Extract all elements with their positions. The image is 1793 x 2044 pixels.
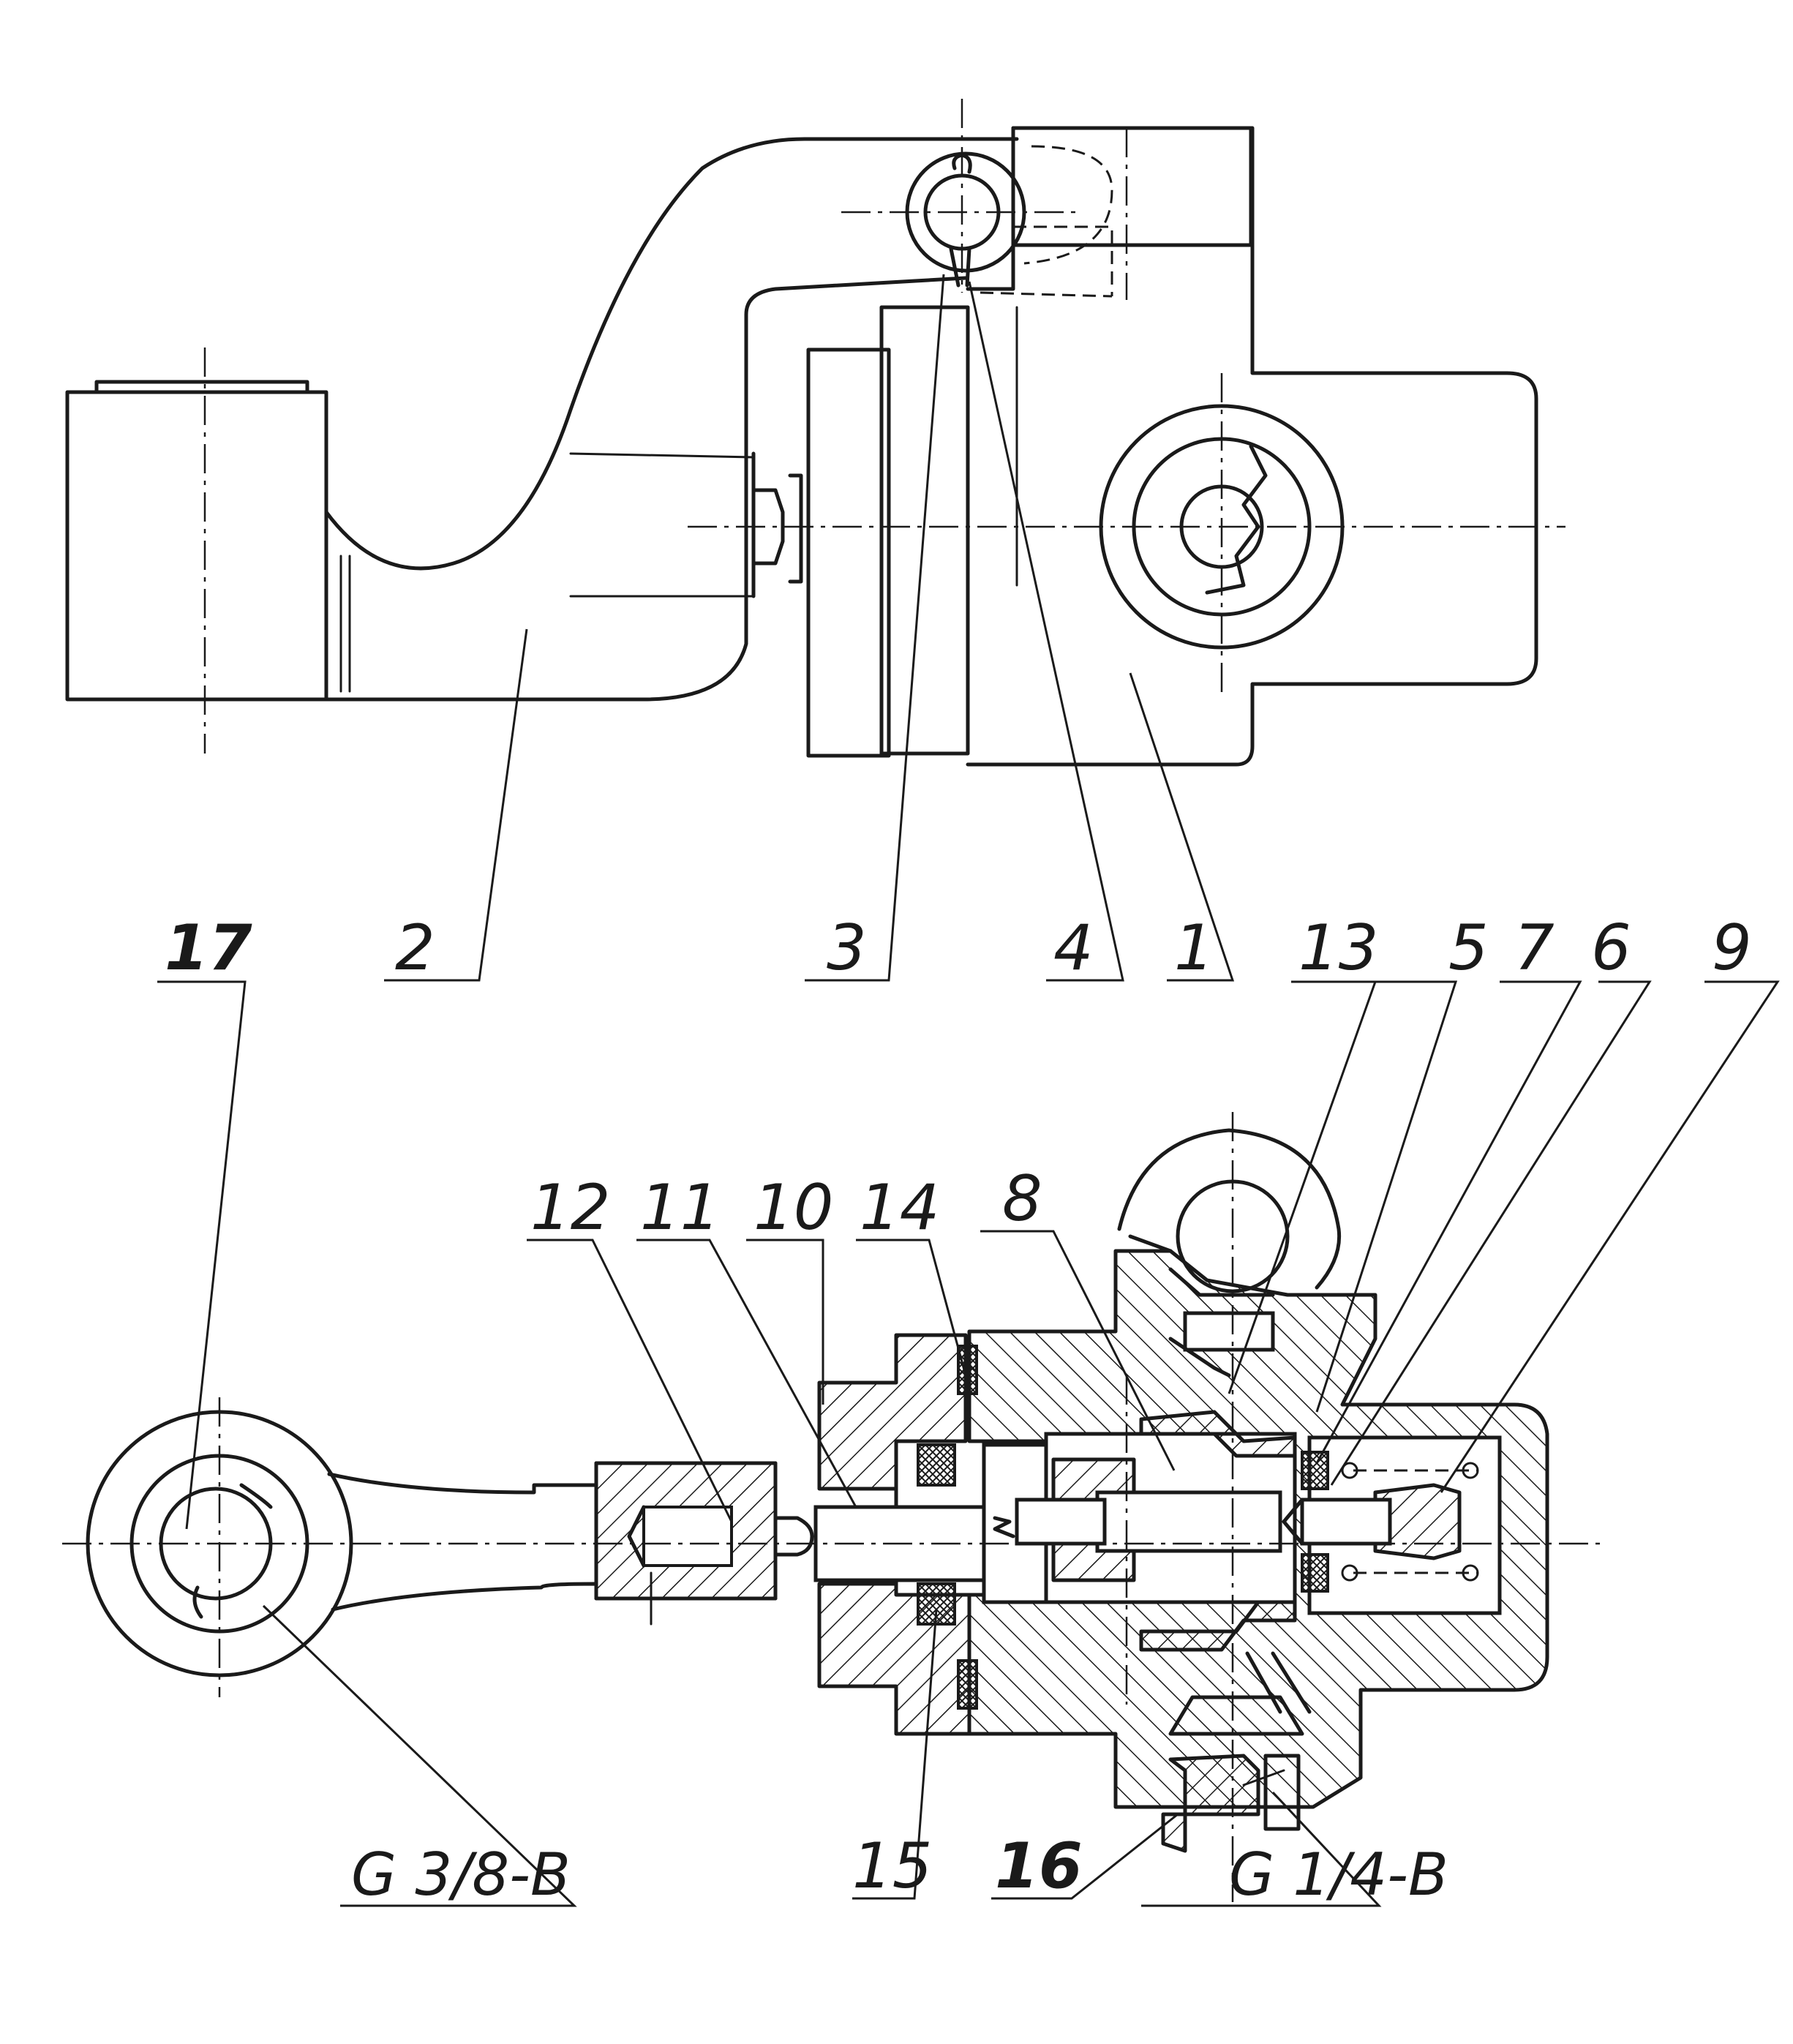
label-5: 5 — [1448, 912, 1489, 985]
label-7: 7 — [1514, 912, 1555, 985]
label-15: 15 — [852, 1830, 932, 1903]
label-13: 13 — [1298, 912, 1378, 985]
fitting — [1161, 1754, 1260, 1853]
valve-body — [966, 126, 1538, 767]
valve-body-cap — [806, 347, 891, 758]
leader-lines — [157, 274, 1780, 1907]
section-view — [62, 1112, 1602, 1902]
label-12: 12 — [530, 1171, 610, 1244]
seal-14 — [957, 1345, 978, 1395]
thread-label-right: G 1/4-B — [1229, 1841, 1448, 1909]
label-14: 14 — [860, 1171, 939, 1244]
label-11: 11 — [640, 1171, 720, 1244]
label-17: 17 — [165, 912, 252, 985]
label-10: 10 — [753, 1171, 833, 1244]
seal-upper — [1301, 1451, 1329, 1490]
seal-lower — [1301, 1553, 1329, 1593]
lever-arm — [324, 137, 1019, 571]
rod-bore — [642, 1506, 733, 1567]
label-3: 3 — [827, 912, 867, 985]
part-labels: 2 3 4 1 17 13 5 7 6 9 12 11 10 14 8 15 1… — [165, 912, 1752, 1909]
label-9: 9 — [1712, 912, 1752, 985]
lever-block — [65, 390, 328, 702]
label-8: 8 — [1002, 1162, 1042, 1236]
label-16: 16 — [995, 1830, 1083, 1903]
lever-eye — [1117, 1128, 1342, 1290]
label-4: 4 — [1053, 912, 1094, 985]
label-6: 6 — [1591, 912, 1631, 985]
label-2: 2 — [395, 912, 435, 985]
label-1: 1 — [1174, 912, 1214, 985]
body-section — [967, 1249, 1549, 1809]
top-view — [65, 99, 1565, 767]
thread-label-left: G 3/8-B — [351, 1841, 571, 1909]
